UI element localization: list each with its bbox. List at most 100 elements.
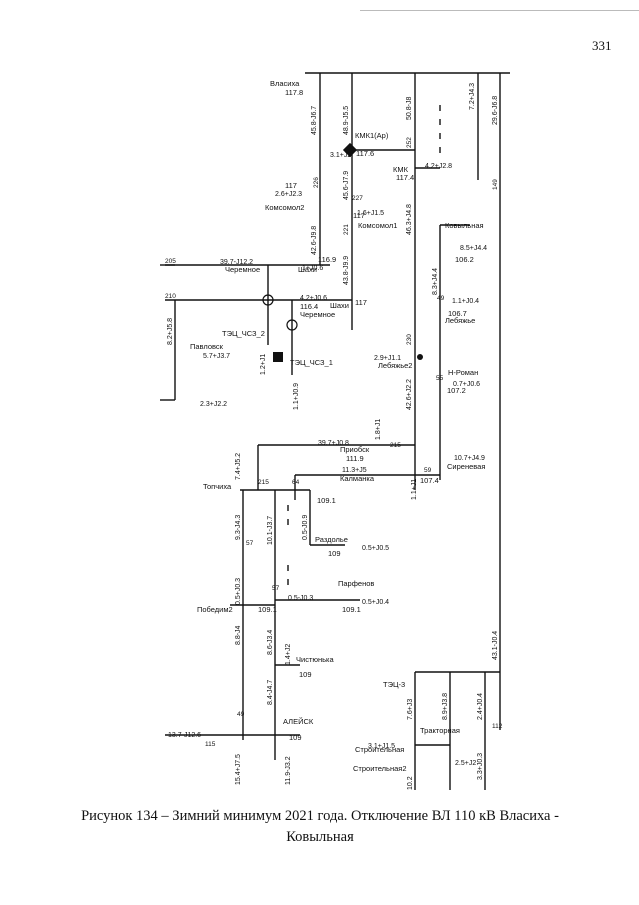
flow-label: 8.6-J3.4 <box>267 630 274 655</box>
flow-label: 2.3+J2.2 <box>200 401 227 408</box>
branch-number: 57 <box>246 540 254 547</box>
label-komsomol1: Комсомол1 <box>358 221 397 230</box>
label-pavlovsk: Павловск <box>190 342 224 351</box>
label-komsomol2: Комсомол2 <box>265 203 304 212</box>
label-stroitelnaya: Строительная <box>355 745 404 754</box>
flow-label: 2.4+J0.4 <box>477 693 484 720</box>
label-topchikha: Топчиха <box>203 482 232 491</box>
voltage-kmk-ap: 117.6 <box>356 149 374 158</box>
label-chistyunka: Чистюнька <box>296 655 334 664</box>
label-shakhi2: Шахи <box>330 301 349 310</box>
flow-label: 7.4+J5.2 <box>235 453 242 480</box>
flow-label: 8.2+J5.8 <box>167 318 174 345</box>
flow-label: 42.6+J2.2 <box>406 379 413 410</box>
branch-number: 215 <box>390 442 401 449</box>
label-kovylnaya: Ковыльная <box>445 221 484 230</box>
voltage-kalmanka: 107.4 <box>420 476 439 485</box>
branch-number: 205 <box>165 258 176 265</box>
voltage-n-roman: 107.2 <box>447 386 466 395</box>
branch-number: 227 <box>352 195 363 202</box>
flow-label: 0.5-J0.3 <box>288 595 313 602</box>
transformer-icon <box>286 319 298 331</box>
flow-label: 0.5+J0.3 <box>235 578 242 605</box>
label-lebyazhe2: Лебяжье2 <box>378 361 412 370</box>
branch-number: 64 <box>292 479 300 486</box>
label-parfyonovo: Парфенов <box>338 579 374 588</box>
caption-line-2: Ковыльная <box>286 829 354 845</box>
flow-label: 0.5+J0.5 <box>362 545 389 552</box>
flow-label: 43.1-J0.4 <box>492 631 499 660</box>
power-grid-diagram: Власиха 117.8 КМК1(Ар) 117.6 КМК 117.4 К… <box>160 72 510 790</box>
branch-number: 252 <box>406 137 413 148</box>
flow-label: 13.7-J12.6 <box>168 732 201 739</box>
branch-number: 149 <box>492 179 499 190</box>
flow-label: 48.9-J5.5 <box>343 106 350 135</box>
label-kmk: КМК <box>393 165 409 174</box>
branch-number: 230 <box>406 334 413 345</box>
node-icon <box>417 354 423 360</box>
flow-label: 11.9-J3.2 <box>285 756 292 785</box>
flow-label: 1+J0.6 <box>302 265 323 272</box>
tets-generator-icon <box>273 352 283 362</box>
voltage-razdolye: 109 <box>328 549 341 558</box>
disconnected-line-markers <box>287 105 441 590</box>
flow-label: 0.7+J0.6 <box>453 381 480 388</box>
branch-number: 112 <box>492 723 503 730</box>
branch-number: 221 <box>343 224 350 235</box>
flow-label: 2.6+J2.3 <box>275 191 302 198</box>
voltage-topchikha: 109.1 <box>317 496 336 505</box>
flow-label: 2.5+J2 <box>455 760 476 767</box>
flow-label: 3.1+J2 <box>330 152 351 159</box>
label-vlasikha: Власиха <box>270 79 300 88</box>
flow-label: 45.8-J6.7 <box>311 106 318 135</box>
flow-label: 8.8-J4 <box>235 625 242 645</box>
branch-number: 215 <box>258 479 269 486</box>
label-kalmanka: Калманка <box>340 474 375 483</box>
flow-label: 1.2+J1 <box>260 354 267 375</box>
flow-label: 1.1+J0.9 <box>293 383 300 410</box>
transmission-lines <box>160 72 510 790</box>
flow-label: 1.8+J1 <box>375 419 382 440</box>
voltage-vlasikha: 117.8 <box>285 88 303 97</box>
flow-label: 43.8-J9.9 <box>343 256 350 285</box>
label-sirenevaya: Сиреневая <box>447 462 485 471</box>
label-tets-chs3-2: ТЭЦ_ЧСЗ_2 <box>222 329 265 338</box>
flow-label: 46.3+J4.8 <box>406 204 413 235</box>
voltage-parfyonovo: 109.1 <box>342 605 361 614</box>
branch-number: 49 <box>237 711 245 718</box>
flow-labels: 45.8-J6.7 48.9-J5.5 50.8-J8 7.2+J4.3 29.… <box>167 83 499 790</box>
flow-label: 3.3+J0.3 <box>477 753 484 780</box>
flow-label: 10.7+J4.9 <box>454 455 485 462</box>
flow-label: 7.6+J3 <box>407 699 414 720</box>
label-priobsk: Приобск <box>340 445 370 454</box>
flow-label: 7.2+J4.3 <box>469 83 476 110</box>
branch-number: 55 <box>436 375 444 382</box>
flow-label: 1.4+J2 <box>285 644 292 665</box>
flow-label: 1.1+J0.4 <box>452 298 479 305</box>
voltage-shakhi2: 117 <box>355 298 367 307</box>
flow-label: 8.3+J4.4 <box>432 268 439 295</box>
equipment-symbols <box>262 142 423 362</box>
branch-number: 226 <box>313 177 320 188</box>
flow-label: 8.5+J4.4 <box>460 245 487 252</box>
figure-caption: Рисунок 134 – Зимний минимум 2021 года. … <box>20 806 620 848</box>
label-traktornaya: Тракторная <box>420 726 460 735</box>
flow-label: 8.4-J4.7 <box>267 680 274 705</box>
label-aleysk: АЛЕЙСК <box>283 717 314 726</box>
label-kmk-ap: КМК1(Ар) <box>355 131 389 140</box>
substation-labels: Власиха 117.8 КМК1(Ар) 117.6 КМК 117.4 К… <box>190 79 485 773</box>
label-razdolye: Раздолье <box>315 535 348 544</box>
flow-label: 0.5-J0.9 <box>302 515 309 540</box>
header-rule <box>360 10 639 11</box>
flow-label: 42.6-J9.8 <box>311 226 318 255</box>
branch-number: 59 <box>424 467 432 474</box>
voltage-priobsk: 111.9 <box>346 454 364 463</box>
caption-line-1: Рисунок 134 – Зимний минимум 2021 года. … <box>81 808 559 824</box>
flow-label: 2.9+J1.1 <box>374 355 401 362</box>
branch-number: 115 <box>205 741 216 748</box>
flow-label: 9.3-J4.3 <box>235 515 242 540</box>
flow-label: 4.2+J0.6 <box>300 295 327 302</box>
flow-label: 45.6-J7.9 <box>343 171 350 200</box>
flow-label: 3.1+J1.5 <box>368 743 395 750</box>
flow-label: 39.7+J0.8 <box>318 440 349 447</box>
